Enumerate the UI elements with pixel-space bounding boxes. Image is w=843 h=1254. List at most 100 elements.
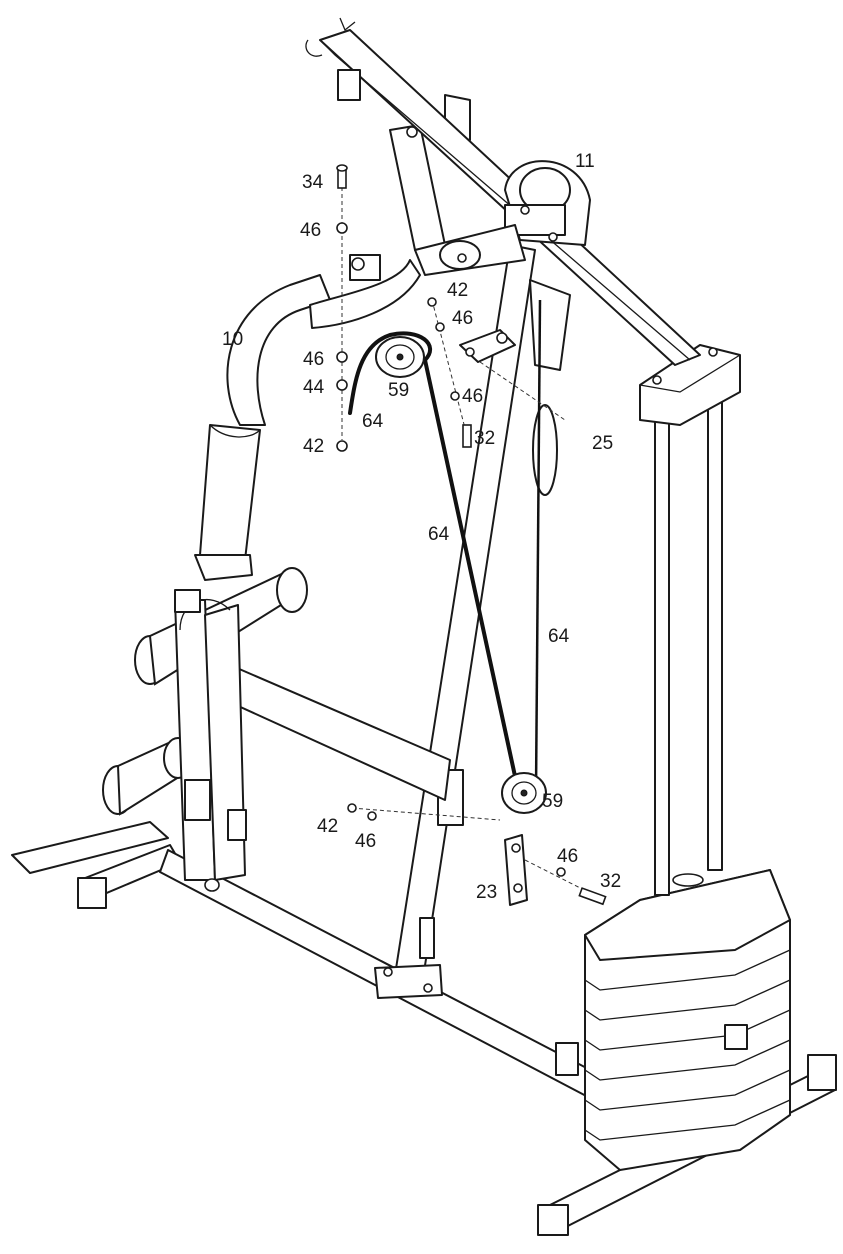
seat-bar bbox=[224, 664, 451, 801]
foot-plate bbox=[11, 821, 169, 874]
nut-42-b bbox=[336, 440, 348, 452]
label-42-c: 42 bbox=[317, 816, 338, 837]
axis-lower-left bbox=[351, 807, 501, 821]
curved-arm bbox=[194, 254, 421, 581]
top-assembly bbox=[305, 17, 701, 496]
hardware-lower bbox=[347, 803, 607, 906]
pulley-59-lower-hub bbox=[511, 781, 537, 805]
pulley-59-upper-hub bbox=[385, 344, 415, 370]
pulley-59-lower bbox=[501, 772, 547, 814]
label-59-b: 59 bbox=[542, 791, 563, 812]
label-64-b: 64 bbox=[428, 524, 450, 545]
cable-64-top bbox=[348, 331, 433, 415]
label-32-b: 32 bbox=[600, 871, 621, 892]
washer-46-f bbox=[556, 867, 566, 877]
bolt-32-b bbox=[578, 887, 607, 906]
seat-frame bbox=[102, 567, 451, 892]
label-46-c: 46 bbox=[303, 349, 324, 370]
arm-tube bbox=[226, 274, 331, 426]
bracket-23-hole-2 bbox=[513, 883, 523, 893]
plate-line-5 bbox=[584, 1069, 791, 1111]
arm-grip bbox=[199, 424, 261, 561]
plate-line-2 bbox=[584, 979, 791, 1021]
foot-bolt-1 bbox=[383, 967, 393, 977]
bracket-23 bbox=[504, 834, 528, 906]
guide-rod-cap bbox=[639, 344, 741, 426]
bracket-25-hole-2 bbox=[496, 332, 508, 344]
cap-bolt-2 bbox=[708, 347, 718, 357]
stack-top bbox=[584, 869, 791, 961]
grip-top-edge bbox=[209, 424, 261, 438]
upright-slot bbox=[419, 917, 435, 959]
label-34: 34 bbox=[302, 172, 324, 193]
label-46-d: 46 bbox=[462, 386, 483, 407]
hook-top bbox=[339, 17, 356, 32]
leader-25 bbox=[479, 361, 566, 421]
rail-bracket bbox=[555, 1042, 579, 1076]
foot-bolt-2 bbox=[423, 983, 433, 993]
label-46-e: 46 bbox=[355, 831, 376, 852]
right-end-cap-back bbox=[807, 1054, 837, 1091]
selector-top bbox=[672, 873, 704, 887]
label-46-f: 46 bbox=[557, 846, 578, 867]
rear-sleeve bbox=[532, 404, 558, 496]
cable-64-diagonal bbox=[423, 358, 520, 792]
guide-rod-right bbox=[707, 389, 723, 871]
guide-rod-left bbox=[654, 399, 670, 896]
plate-line-3 bbox=[584, 1009, 791, 1051]
hardware-left bbox=[336, 164, 348, 452]
label-59-a: 59 bbox=[388, 380, 409, 401]
washer-46-c bbox=[336, 351, 348, 363]
label-64-c: 64 bbox=[548, 626, 570, 647]
label-23: 23 bbox=[476, 882, 497, 903]
cap-edge bbox=[639, 354, 741, 393]
bracket-25 bbox=[459, 329, 566, 421]
label-44: 44 bbox=[303, 377, 325, 398]
washer-46-b bbox=[435, 322, 445, 332]
label-11: 11 bbox=[575, 151, 595, 172]
label-46-a: 46 bbox=[300, 220, 321, 241]
cable-64-vertical bbox=[534, 299, 542, 791]
washer-46-a bbox=[336, 222, 348, 234]
rear-pulley-bracket bbox=[529, 279, 571, 371]
part-labels: 11 34 46 42 46 10 46 44 59 46 64 42 32 2… bbox=[222, 151, 621, 903]
plate-line-6 bbox=[584, 1099, 791, 1141]
weight-stack bbox=[584, 344, 791, 1171]
clamp-bolt-2 bbox=[548, 232, 558, 242]
pulley-59-upper-center bbox=[396, 353, 404, 361]
bolt-34-head bbox=[336, 164, 348, 172]
spacer-44 bbox=[336, 379, 348, 391]
middle-pulley-bolt bbox=[457, 253, 467, 263]
pulley-59-upper bbox=[375, 336, 425, 378]
bolt-32-a bbox=[462, 424, 472, 448]
label-46-b: 46 bbox=[452, 308, 473, 329]
post-pin bbox=[227, 809, 247, 841]
bracket-25-hole-1 bbox=[465, 347, 475, 357]
nut-42-c bbox=[347, 803, 357, 813]
arm-end-bracket bbox=[194, 554, 253, 581]
upper-pad-right-end bbox=[276, 567, 308, 613]
hook-bracket bbox=[337, 69, 361, 101]
clamp-bolt-1 bbox=[520, 205, 530, 215]
label-64-a: 64 bbox=[362, 411, 384, 432]
beam-bolt-1 bbox=[406, 126, 418, 138]
top-beam-edge bbox=[319, 39, 691, 361]
pulley-59-lower-center bbox=[520, 789, 528, 797]
plate-line-4 bbox=[584, 1039, 791, 1081]
label-42-b: 42 bbox=[303, 436, 324, 457]
plate-line-1 bbox=[584, 949, 791, 991]
post-adjuster bbox=[184, 779, 211, 821]
nut-42-a bbox=[427, 297, 437, 307]
hardware-center bbox=[427, 297, 472, 448]
hook-left bbox=[305, 39, 323, 57]
right-end-cap-front bbox=[537, 1204, 569, 1236]
label-42-a: 42 bbox=[447, 280, 468, 301]
post-cap bbox=[174, 589, 201, 613]
arm-pivot-nut bbox=[351, 257, 365, 271]
label-32-a: 32 bbox=[474, 428, 495, 449]
bracket-23-hole-1 bbox=[511, 843, 521, 853]
cables bbox=[348, 299, 542, 792]
post-bolt bbox=[204, 878, 220, 892]
